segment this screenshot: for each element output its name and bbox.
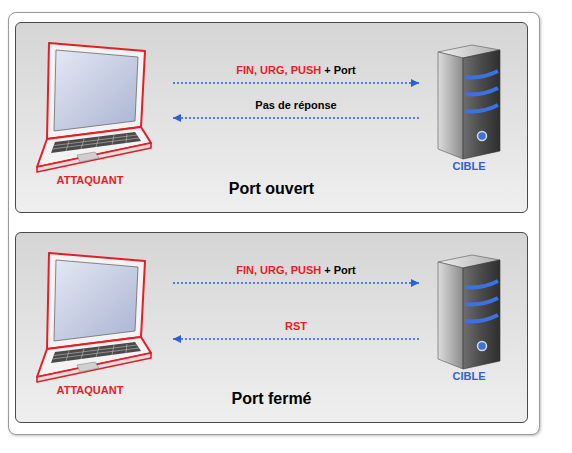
icon-part (51, 132, 141, 153)
icon-part (465, 105, 498, 111)
icon-part (66, 344, 127, 361)
icon-part (77, 362, 99, 372)
dotted-arrow (173, 82, 419, 84)
attacker-laptop: ATTAQUANT (29, 251, 173, 406)
icon-part (438, 262, 463, 369)
device-label: ATTAQUANT (29, 384, 151, 396)
icon-part (463, 260, 500, 369)
icon-part (465, 281, 498, 287)
icon-part (54, 50, 138, 131)
edge-label: Pas de réponse (255, 99, 336, 112)
edge-label: FIN, URG, PUSH + Port (236, 64, 356, 77)
icon-part (465, 88, 498, 94)
laptop-icon (29, 251, 151, 383)
dotted-arrow (173, 338, 419, 340)
icon-part (438, 52, 463, 159)
device-label: CIBLE (438, 160, 500, 172)
scenario-panel: Port ferméATTAQUANTCIBLE (15, 232, 528, 423)
icon-part (465, 298, 498, 304)
icon-part (47, 43, 145, 139)
attacker-laptop: ATTAQUANT (29, 41, 173, 196)
laptop-icon (29, 41, 151, 173)
target-server: CIBLE (419, 45, 514, 180)
dotted-arrow (173, 282, 419, 284)
server-icon (438, 255, 500, 370)
dotted-arrow (173, 117, 419, 119)
device-label: CIBLE (438, 370, 500, 382)
icon-part (465, 71, 498, 77)
icon-part (66, 134, 127, 151)
icon-part (463, 50, 500, 159)
icon-part (77, 152, 99, 162)
edge-label: FIN, URG, PUSH + Port (236, 264, 356, 277)
icon-part (465, 315, 498, 321)
icon-part (54, 260, 138, 341)
device-label: ATTAQUANT (29, 174, 151, 186)
icon-part (478, 132, 487, 141)
icon-part (478, 342, 487, 351)
scenario-panel: Port ouvertATTAQUANTCIBLE (15, 22, 528, 213)
icon-part (47, 253, 145, 349)
target-server: CIBLE (419, 255, 514, 390)
icon-part (51, 342, 141, 363)
edge-label: RST (285, 320, 307, 333)
server-icon (438, 45, 500, 160)
